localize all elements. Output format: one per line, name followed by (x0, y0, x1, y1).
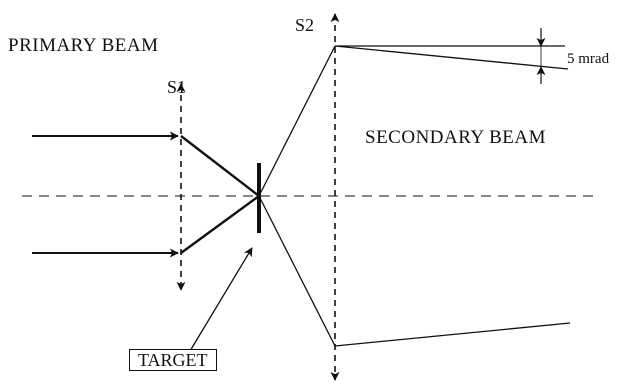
primary-beam-label: PRIMARY BEAM (8, 35, 159, 56)
secondary-ray-lower (258, 195, 336, 347)
angle-label: 5 mrad (567, 51, 610, 67)
secondary-ray-upper (258, 45, 336, 197)
s1-label: S1 (167, 77, 187, 97)
diverging-ray-upper (334, 45, 569, 70)
focusing-ray-upper (180, 135, 260, 197)
secondary-beam-label: SECONDARY BEAM (365, 127, 547, 148)
s2-label: S2 (295, 15, 315, 35)
diverging-ray-lower (334, 322, 571, 347)
focusing-ray-lower (180, 195, 260, 254)
target-pointer (189, 247, 253, 352)
target-label: TARGET (129, 349, 217, 371)
